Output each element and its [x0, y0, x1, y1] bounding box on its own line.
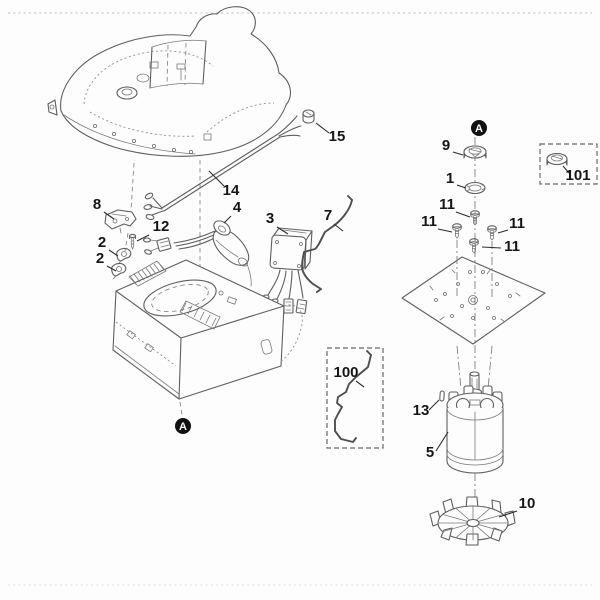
view-marker-circle [471, 120, 487, 136]
callout-leader-100 [355, 380, 365, 388]
callout-label-10: 10 [519, 495, 536, 512]
part-10-fan [429, 496, 516, 546]
callout-label-100: 100 [333, 364, 358, 381]
view-marker-letter: A [179, 421, 187, 433]
callout-label-11: 11 [504, 238, 520, 255]
callout-leader-5 [435, 431, 449, 452]
view-marker-letter: A [475, 123, 483, 135]
callout-label-4: 4 [233, 199, 242, 216]
part-2-clamp [116, 247, 132, 265]
part-mounting-plate [401, 256, 546, 345]
callout-leader-2 [106, 265, 117, 272]
view-marker-A-0: A [471, 120, 487, 136]
callout-label-8: 8 [93, 196, 101, 213]
callout-label-11: 11 [421, 213, 437, 230]
part-9-grommet [463, 145, 487, 159]
part-5-motor [446, 371, 504, 474]
callout-leader-1 [456, 184, 467, 189]
callout-label-11: 11 [509, 215, 525, 232]
callout-leader-12 [136, 234, 150, 242]
callout-label-12: 12 [153, 218, 170, 235]
callout-leader-11 [497, 229, 509, 234]
callout-label-2: 2 [96, 250, 104, 267]
part-4-capacitor [142, 220, 252, 287]
view-marker-circle [175, 418, 191, 434]
part-8-switch [104, 209, 137, 234]
callout-leader-14 [208, 170, 225, 187]
part-top-cover [47, 6, 292, 157]
part-11-screw [452, 223, 462, 239]
callout-leader-101 [562, 165, 570, 174]
part-15-cap [302, 109, 315, 124]
part-7-wire [301, 195, 353, 293]
part-12-screw [128, 233, 137, 251]
switch-axis-dashed [124, 162, 135, 252]
callout-label-7: 7 [324, 207, 332, 224]
callout-label-15: 15 [329, 128, 346, 145]
callout-leader-11 [481, 246, 502, 249]
option-box-101 [539, 143, 598, 185]
callout-leader-9 [452, 151, 464, 156]
part-motor-housing [112, 259, 303, 400]
option-box-100 [326, 347, 384, 449]
part-13-pin [439, 390, 445, 402]
part-11-screw [487, 225, 497, 241]
callout-leader-2 [108, 249, 119, 257]
callout-label-5: 5 [426, 444, 434, 461]
callout-label-3: 3 [266, 210, 274, 227]
part-3-switch-box [262, 227, 313, 315]
callout-leader-4 [223, 215, 232, 224]
callout-leader-11 [455, 211, 471, 218]
callout-leader-11 [437, 228, 453, 233]
part-2-clamp [111, 262, 127, 280]
callout-label-14: 14 [223, 182, 240, 199]
callout-label-11: 11 [439, 196, 455, 213]
callout-leader-15 [315, 122, 330, 134]
part-100-wire [334, 354, 372, 443]
view-marker-A-1: A [175, 418, 191, 434]
callout-leader-13 [428, 399, 440, 411]
part-14-wiring-harness [143, 115, 302, 221]
callout-label-101: 101 [565, 167, 590, 184]
callout-label-9: 9 [442, 137, 450, 154]
callout-leader-7 [333, 223, 344, 232]
callout-leader-3 [276, 226, 289, 235]
callout-label-1: 1 [446, 170, 454, 187]
part-1-ring [464, 181, 486, 195]
callout-label-2: 2 [98, 234, 106, 251]
callout-leader-8 [103, 211, 115, 220]
part-11-screw [469, 238, 479, 254]
marker-a-dashed-line [179, 401, 183, 416]
callout-leader-10 [498, 510, 518, 518]
callout-label-13: 13 [413, 402, 430, 419]
